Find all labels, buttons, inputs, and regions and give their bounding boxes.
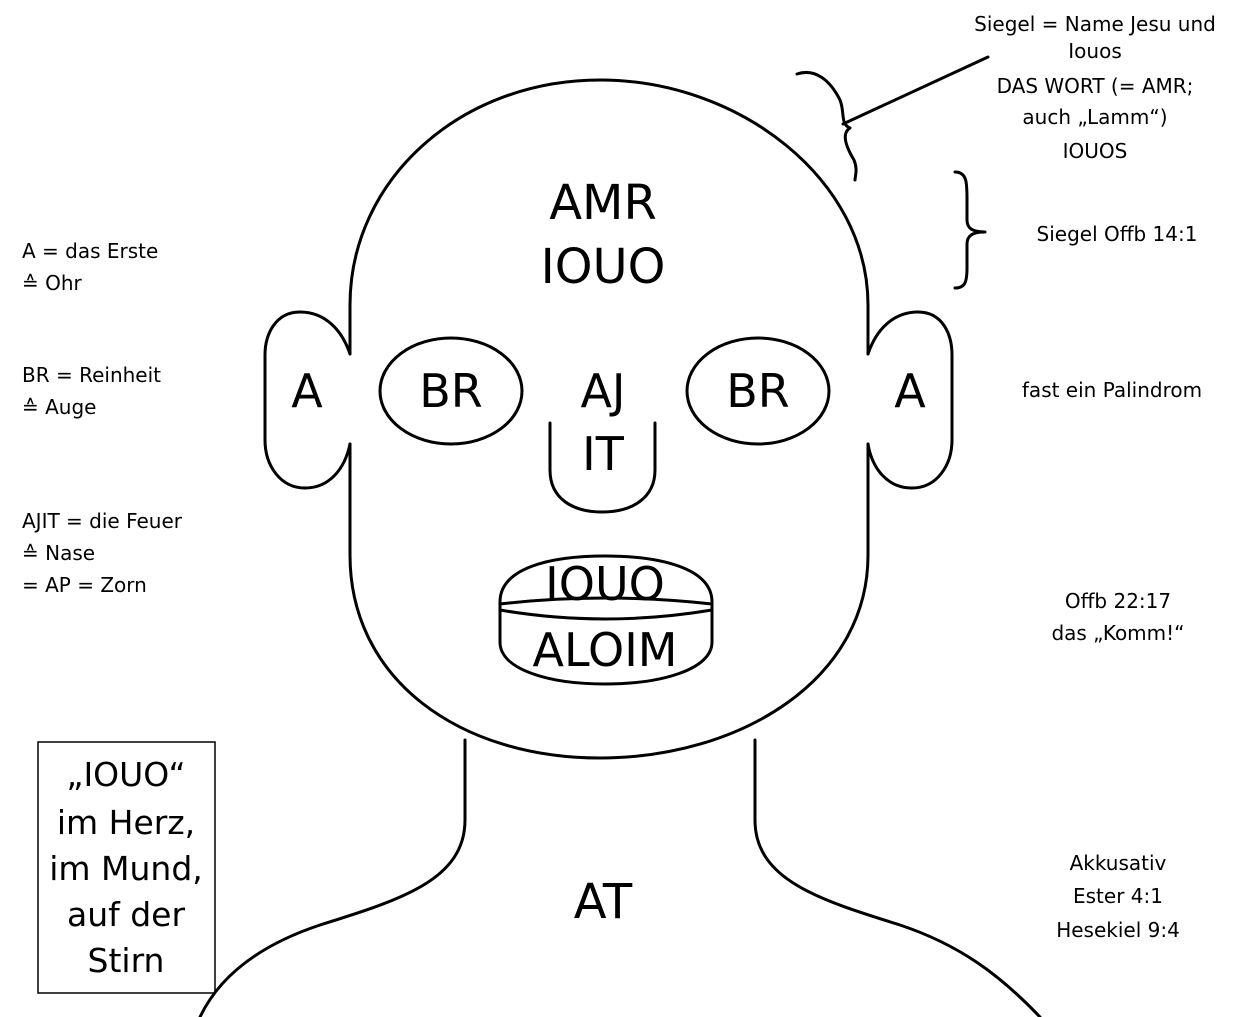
box-line-4: auf der bbox=[67, 895, 185, 934]
box-line-1: „IOUO“ bbox=[66, 755, 185, 794]
note-eye-1: BR = Reinheit bbox=[22, 363, 161, 387]
seal-ref: Siegel Offb 14:1 bbox=[1037, 222, 1198, 246]
seal-name-2: Iouos bbox=[1068, 39, 1121, 63]
note-nose-1: AJIT = die Feuer bbox=[22, 509, 183, 533]
forehead-line-2: IOUO bbox=[541, 239, 666, 295]
right-eye bbox=[685, 336, 831, 446]
mouth-lower-label: ALOIM bbox=[533, 623, 678, 677]
mouth-line-bottom bbox=[498, 608, 714, 621]
right-ear bbox=[866, 310, 954, 490]
brace-seal bbox=[953, 170, 987, 290]
left-eye bbox=[378, 336, 524, 446]
mouth-note-1: Offb 22:17 bbox=[1065, 589, 1171, 613]
palindrome-note: fast ein Palindrom bbox=[1022, 378, 1202, 402]
mouth bbox=[498, 554, 714, 686]
nose-bottom-label: IT bbox=[582, 427, 625, 481]
box-line-2: im Herz, bbox=[57, 803, 195, 842]
neck-note-1: Akkusativ bbox=[1070, 851, 1167, 875]
left-ear bbox=[263, 310, 352, 490]
mouth-upper-label: IOUO bbox=[545, 557, 665, 611]
nose bbox=[548, 421, 657, 514]
seal-name-1: Siegel = Name Jesu und bbox=[974, 12, 1216, 36]
forehead-line-1: AMR bbox=[549, 175, 657, 231]
brace-top bbox=[795, 71, 858, 182]
note-ear-2: ≙ Ohr bbox=[22, 271, 83, 295]
eye-right-label: BR bbox=[726, 364, 790, 418]
mouth-line-top bbox=[498, 596, 714, 606]
pointer-line bbox=[841, 55, 990, 126]
mouth-note-2: das „Komm!“ bbox=[1051, 621, 1184, 645]
note-ear-1: A = das Erste bbox=[22, 239, 158, 263]
note-nose-3: = AP = Zorn bbox=[22, 573, 147, 597]
ear-left-label: A bbox=[291, 364, 323, 418]
seal-name-3: DAS WORT (= AMR; bbox=[997, 74, 1194, 98]
note-eye-2: ≙ Auge bbox=[22, 395, 96, 419]
neck-shoulders bbox=[198, 738, 1042, 1017]
ear-right-label: A bbox=[894, 364, 926, 418]
nose-top-label: AJ bbox=[580, 364, 625, 418]
neck-label: AT bbox=[574, 874, 633, 930]
eye-left-label: BR bbox=[419, 364, 483, 418]
neck-note-3: Hesekiel 9:4 bbox=[1056, 918, 1180, 942]
seal-name-5: IOUOS bbox=[1063, 139, 1128, 163]
box-line-3: im Mund, bbox=[49, 849, 203, 888]
summary-box bbox=[37, 741, 216, 994]
head-outline bbox=[348, 78, 870, 760]
neck-note-2: Ester 4:1 bbox=[1073, 884, 1163, 908]
seal-name-4: auch „Lamm“) bbox=[1022, 105, 1167, 129]
note-nose-2: ≙ Nase bbox=[22, 541, 95, 565]
box-line-5: Stirn bbox=[88, 941, 165, 980]
